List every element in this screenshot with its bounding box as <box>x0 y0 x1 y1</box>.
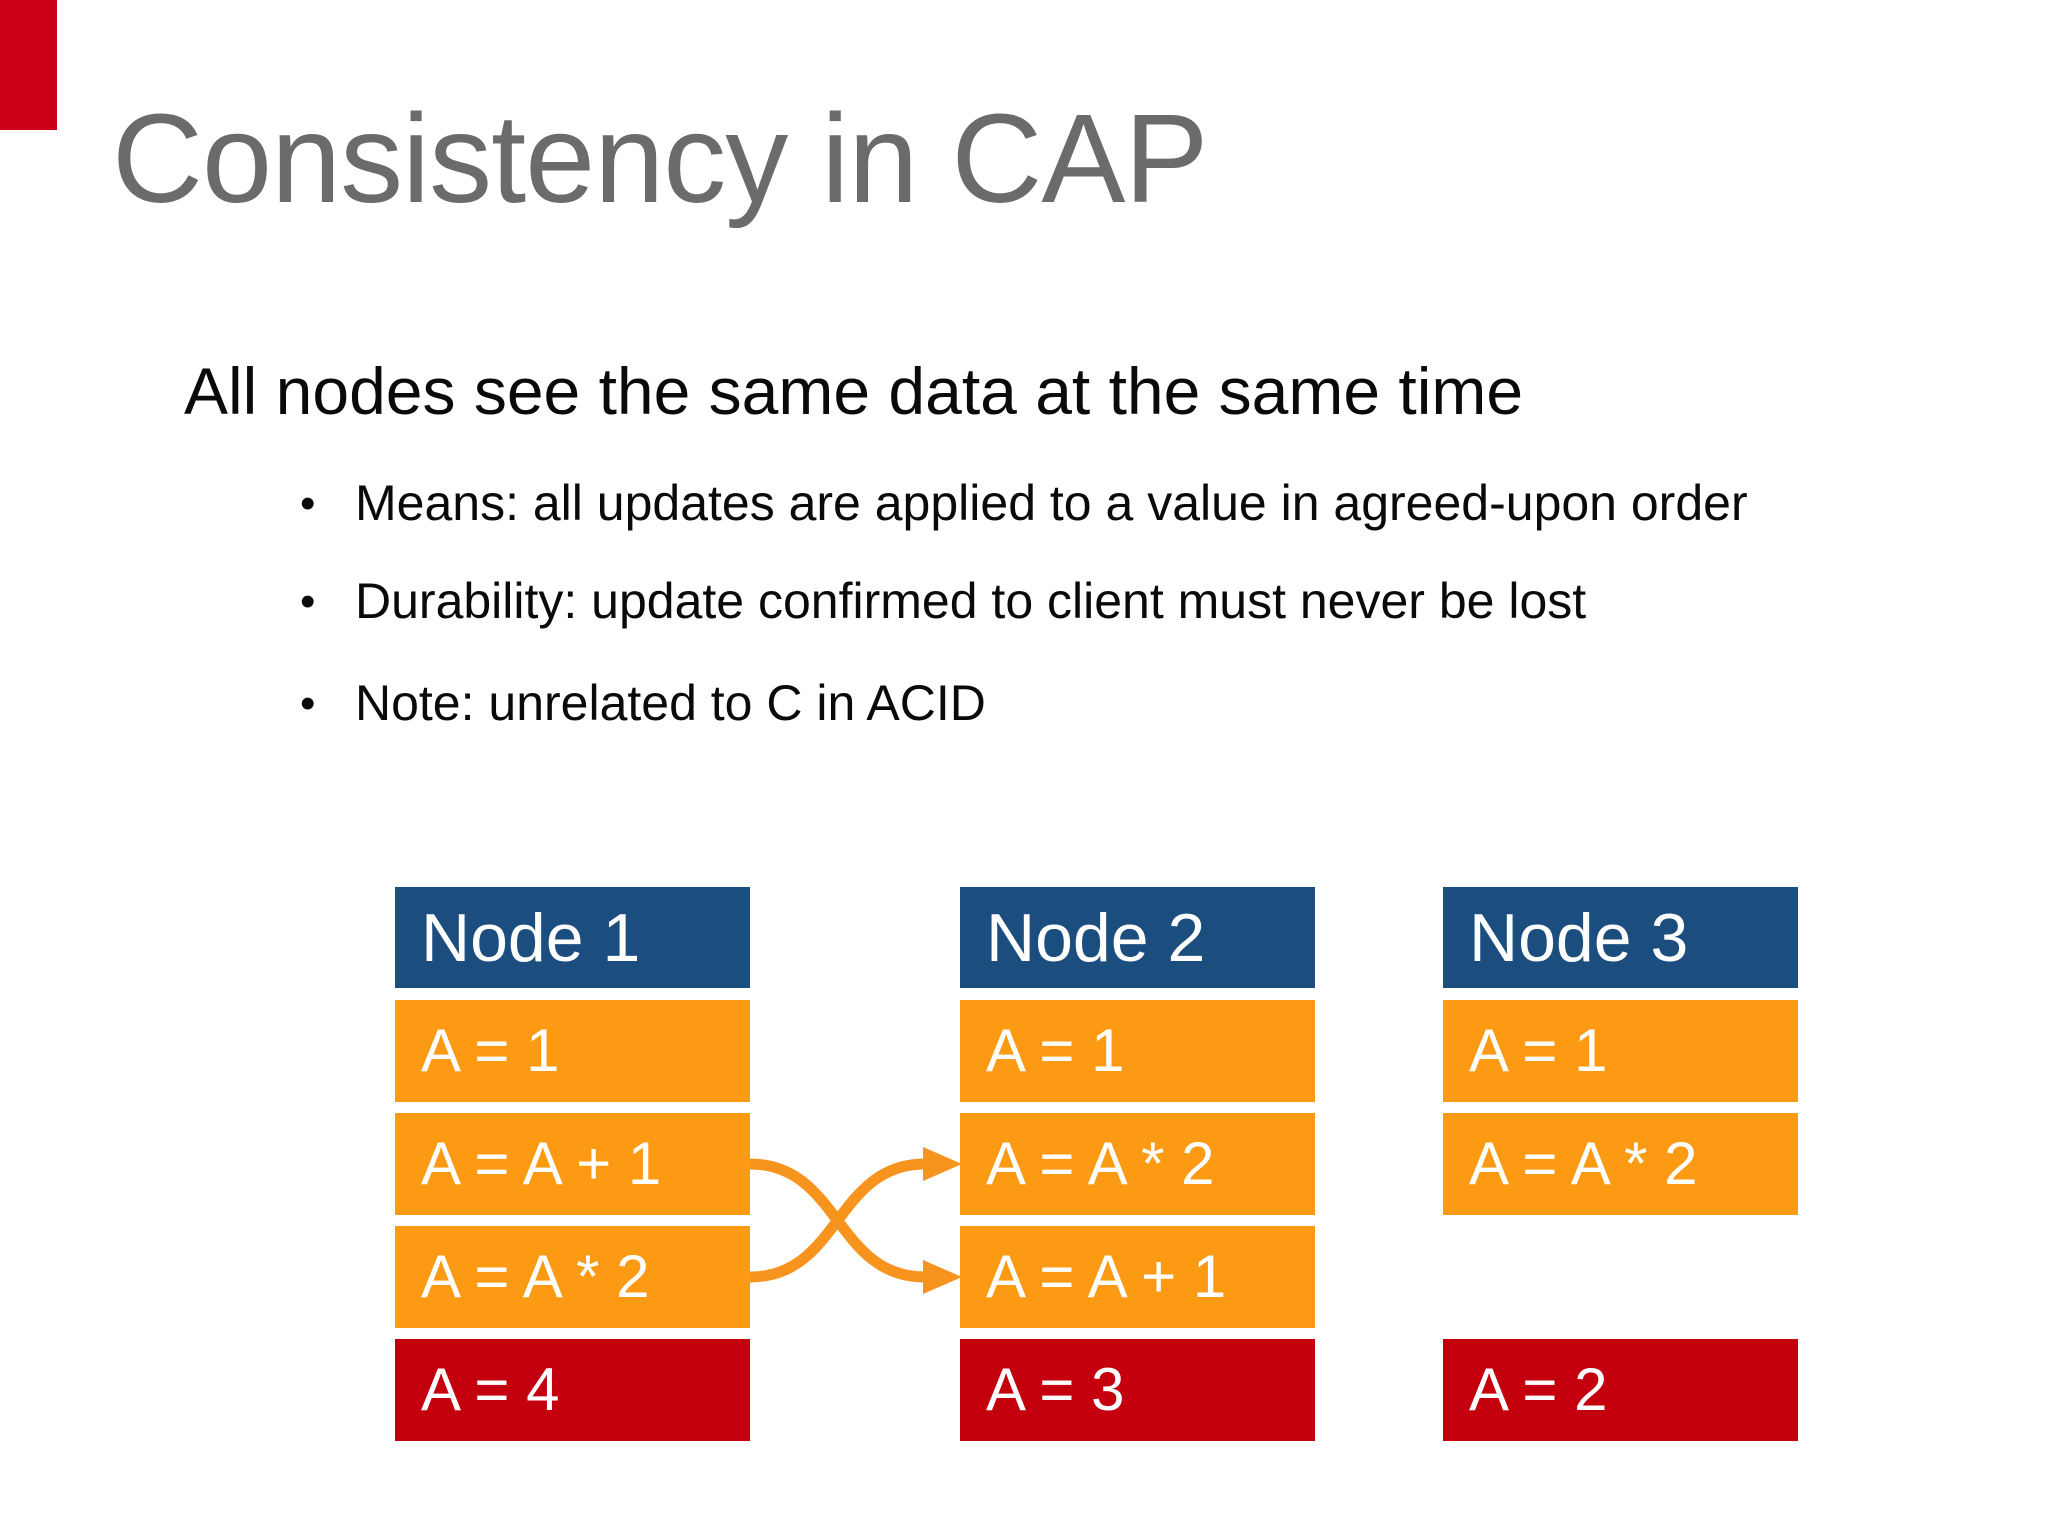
node-step: A = A * 2 <box>395 1226 750 1328</box>
node-column-1: Node 1 A = 1 A = A + 1 A = A * 2 A = 4 <box>395 887 750 1447</box>
bullet-text: Durability: update confirmed to client m… <box>355 573 1587 629</box>
node-step: A = A * 2 <box>1443 1113 1798 1215</box>
crossing-arrows <box>749 1147 962 1294</box>
bullet-text: Note: unrelated to C in ACID <box>355 675 986 731</box>
node-result: A = 3 <box>960 1339 1315 1441</box>
node-header: Node 3 <box>1443 887 1798 988</box>
node-step: A = A + 1 <box>960 1226 1315 1328</box>
arrowhead-down <box>923 1260 962 1294</box>
node-step: A = A + 1 <box>395 1113 750 1215</box>
node-step: A = A * 2 <box>960 1113 1315 1215</box>
node-column-2: Node 2 A = 1 A = A * 2 A = A + 1 A = 3 <box>960 887 1315 1447</box>
node-column-3: Node 3 A = 1 A = A * 2 A = 2 <box>1443 887 1798 1447</box>
node-step: A = 1 <box>960 1000 1315 1102</box>
node-header: Node 2 <box>960 887 1315 988</box>
node-result: A = 4 <box>395 1339 750 1441</box>
bullet-item: • Means: all updates are applied to a val… <box>300 478 1748 528</box>
node-result: A = 2 <box>1443 1339 1798 1441</box>
node-step-empty <box>1443 1226 1798 1328</box>
bullet-item: • Durability: update confirmed to client … <box>300 576 1586 626</box>
node-header: Node 1 <box>395 887 750 988</box>
bullet-icon: • <box>300 577 316 626</box>
node-step: A = 1 <box>1443 1000 1798 1102</box>
bullet-icon: • <box>300 479 316 528</box>
page-title: Consistency in CAP <box>112 88 1208 229</box>
bullet-item: • Note: unrelated to C in ACID <box>300 678 986 728</box>
heading: All nodes see the same data at the same … <box>184 354 1524 428</box>
node-step: A = 1 <box>395 1000 750 1102</box>
arrowhead-up <box>923 1147 962 1181</box>
operation-arrow-up <box>749 1158 926 1283</box>
red-corner-bar <box>0 0 57 130</box>
bullet-icon: • <box>300 679 316 728</box>
bullet-text: Means: all updates are applied to a valu… <box>355 475 1748 531</box>
